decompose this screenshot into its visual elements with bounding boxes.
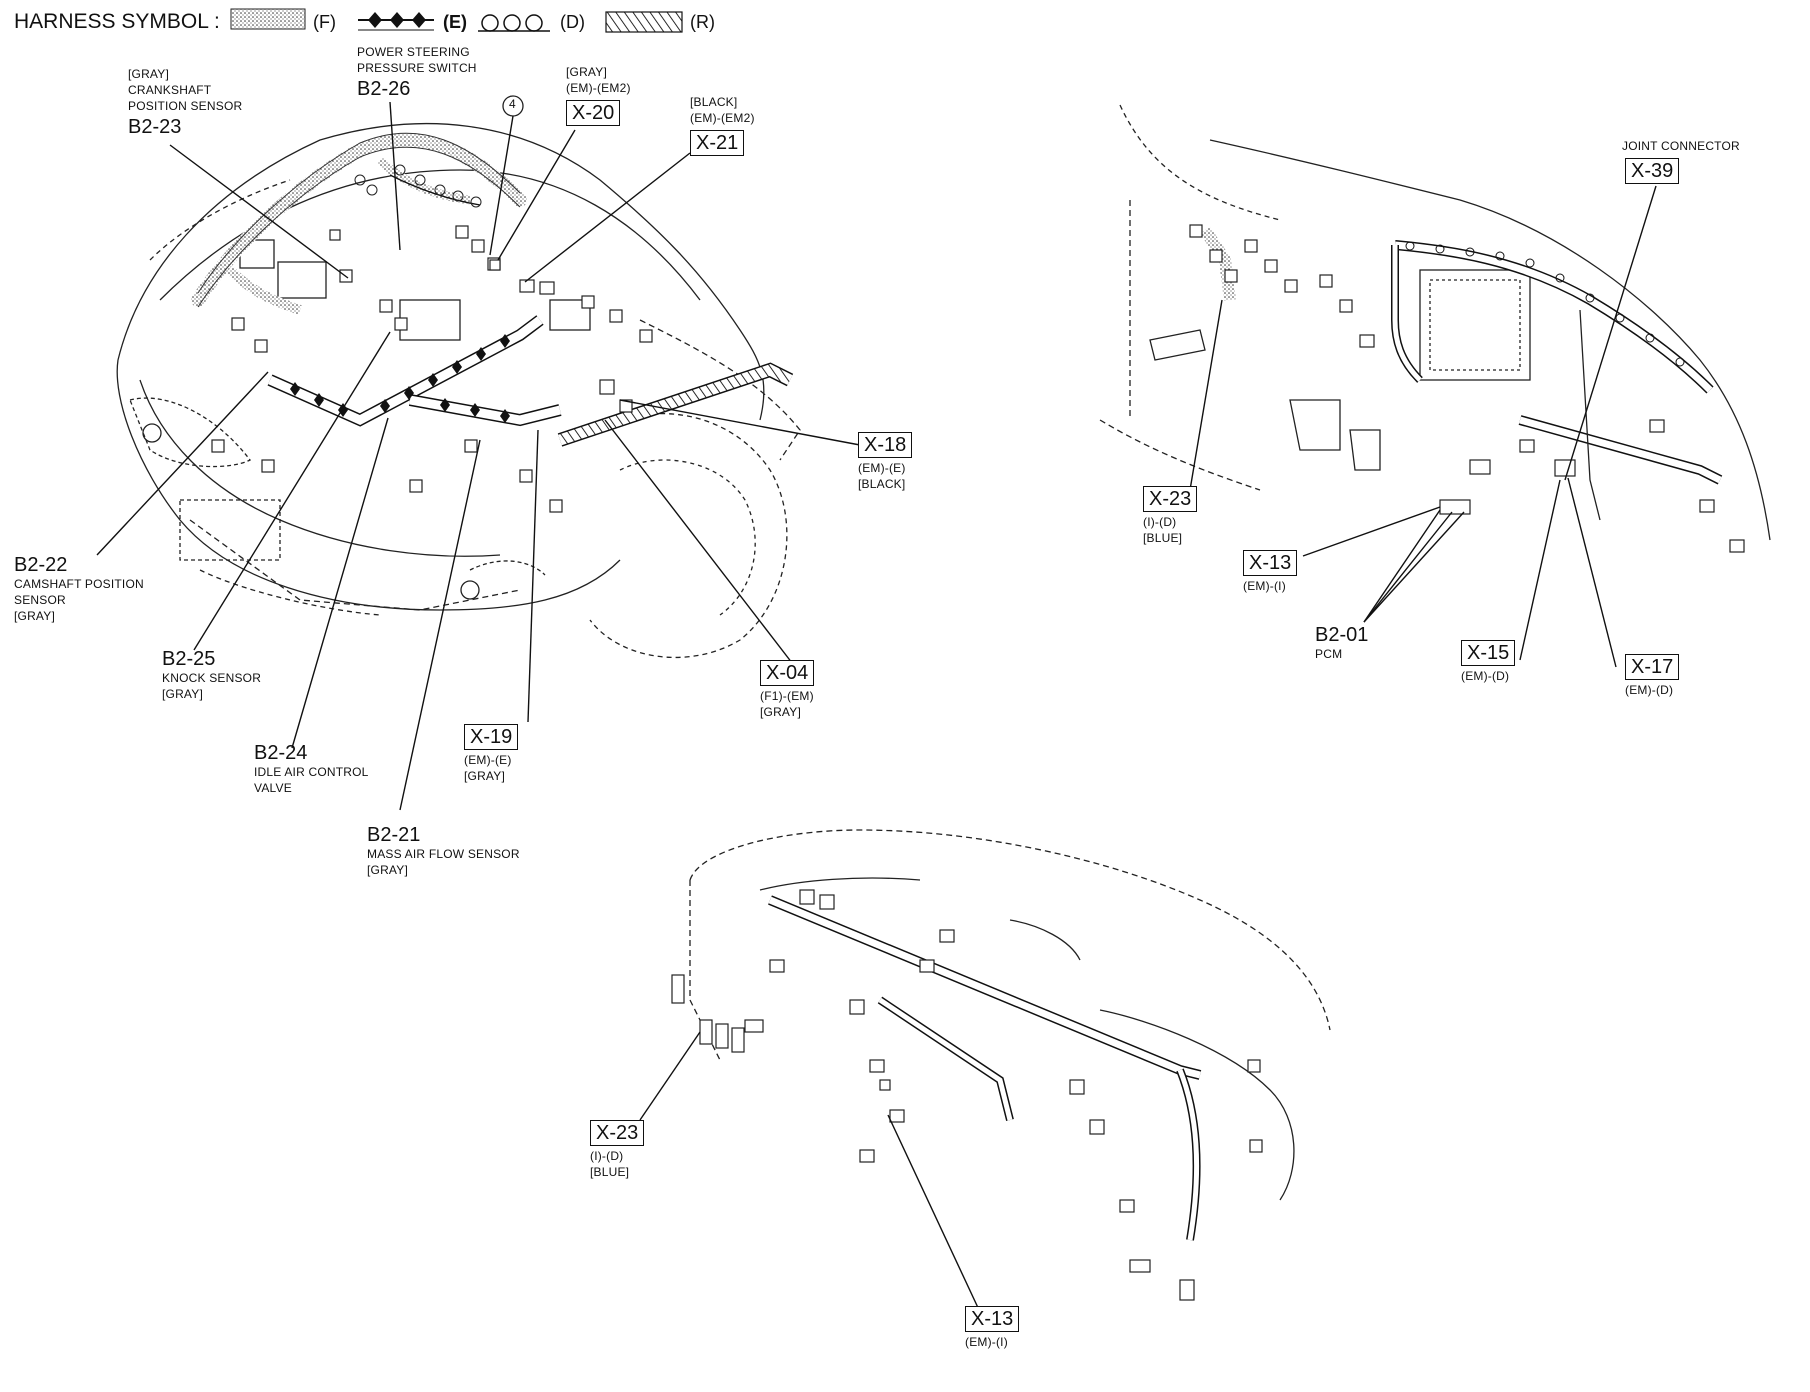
label-b2-24-line2: VALVE <box>254 781 292 795</box>
label-b2-22-line1: CAMSHAFT POSITION <box>14 577 144 591</box>
label-x18-id: X-18 <box>858 432 913 458</box>
label-x21-color: [BLACK] <box>690 95 738 109</box>
label-x18-color: [BLACK] <box>858 477 906 491</box>
label-x21-id: X-21 <box>690 130 745 156</box>
label-x19-codes: (EM)-(E) <box>464 753 512 767</box>
label-dash-x23-color: [BLUE] <box>590 1165 630 1179</box>
label-b2-01-id: B2-01 <box>1315 624 1369 646</box>
dashboard-drawing <box>671 829 1331 1301</box>
label-interior-x23-id: X-23 <box>1143 486 1198 512</box>
legend-code-d: (D) <box>560 12 585 32</box>
label-circle-4: 4 <box>509 97 516 111</box>
label-x20-codes: (EM)-(EM2) <box>566 81 631 95</box>
engine-leader-lines <box>96 101 861 811</box>
legend-title: HARNESS SYMBOL : <box>14 10 220 33</box>
label-x19-color: [GRAY] <box>464 769 505 783</box>
label-dash-x23-codes: (I)-(D) <box>590 1149 624 1163</box>
label-b2-23-color: [GRAY] <box>128 67 169 81</box>
label-interior-x23-color: [BLUE] <box>1143 531 1183 545</box>
label-x20-id: X-20 <box>566 100 621 126</box>
label-x20-color: [GRAY] <box>566 65 607 79</box>
label-x39-id: X-39 <box>1625 158 1680 184</box>
legend-code-f: (F) <box>313 12 336 32</box>
label-b2-21-color: [GRAY] <box>367 863 408 877</box>
label-b2-22-line2: SENSOR <box>14 593 66 607</box>
label-x04-color: [GRAY] <box>760 705 801 719</box>
label-b2-25-color: [GRAY] <box>162 687 203 701</box>
label-b2-21-line1: MASS AIR FLOW SENSOR <box>367 847 520 861</box>
interior-drawing <box>1099 104 1771 553</box>
label-x19-id: X-19 <box>464 724 519 750</box>
label-b2-25-id: B2-25 <box>162 648 216 670</box>
engine-harness-e <box>267 315 562 427</box>
label-b2-26-line1: POWER STEERING <box>357 45 470 59</box>
dash-leader-lines <box>639 1031 981 1313</box>
label-b2-22-id: B2-22 <box>14 554 68 576</box>
legend-hatch-swatch <box>605 11 683 33</box>
legend-diamond-swatch <box>358 12 434 31</box>
legend-code-r: (R) <box>690 12 715 32</box>
label-x18-codes: (EM)-(E) <box>858 461 906 475</box>
label-dash-x23-id: X-23 <box>590 1120 645 1146</box>
label-b2-26-id: B2-26 <box>357 78 411 100</box>
label-dash-x13-codes: (EM)-(I) <box>965 1335 1008 1349</box>
label-interior-x13-id: X-13 <box>1243 550 1298 576</box>
legend-swatches <box>230 8 683 33</box>
label-x21-codes: (EM)-(EM2) <box>690 111 755 125</box>
label-interior-x13-codes: (EM)-(I) <box>1243 579 1286 593</box>
label-x17-codes: (EM)-(D) <box>1625 683 1674 697</box>
label-b2-23-line2: POSITION SENSOR <box>128 99 243 113</box>
engine-compartment-drawing <box>116 95 801 658</box>
label-b2-25-line1: KNOCK SENSOR <box>162 671 262 685</box>
label-b2-26-line2: PRESSURE SWITCH <box>357 61 477 75</box>
label-x17-id: X-17 <box>1625 654 1680 680</box>
legend-stipple-swatch <box>230 8 306 30</box>
label-b2-24-id: B2-24 <box>254 742 308 764</box>
label-b2-23-line1: CRANKSHAFT <box>128 83 212 97</box>
label-b2-21-id: B2-21 <box>367 824 421 846</box>
label-b2-24-line1: IDLE AIR CONTROL <box>254 765 369 779</box>
label-x15-codes: (EM)-(D) <box>1461 669 1510 683</box>
legend-code-e: (E) <box>443 12 467 32</box>
label-x04-codes: (F1)-(EM) <box>760 689 814 703</box>
label-b2-01-line1: PCM <box>1315 647 1343 661</box>
interior-leader-lines <box>1189 185 1657 668</box>
label-joint-connector-title: JOINT CONNECTOR <box>1622 139 1740 153</box>
label-dash-x13-id: X-13 <box>965 1306 1020 1332</box>
legend-circle-swatch <box>478 14 550 32</box>
label-interior-x23-codes: (I)-(D) <box>1143 515 1177 529</box>
label-b2-22-color: [GRAY] <box>14 609 55 623</box>
label-x04-id: X-04 <box>760 660 815 686</box>
label-b2-23-id: B2-23 <box>128 116 182 138</box>
label-x15-id: X-15 <box>1461 640 1516 666</box>
